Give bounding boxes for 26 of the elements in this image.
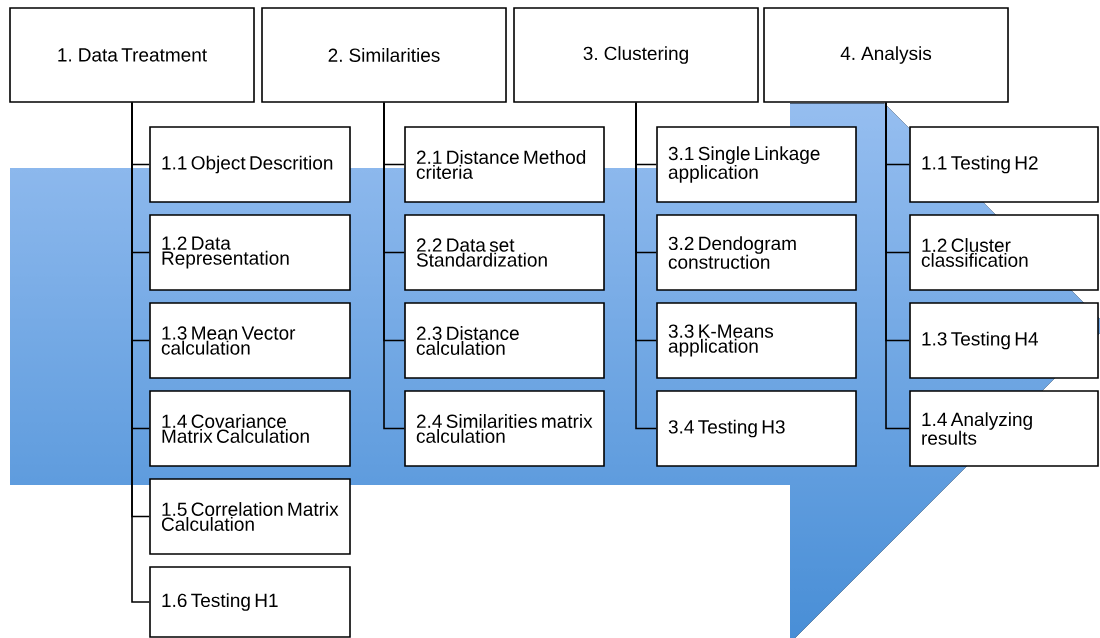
task-box: 1.1 Testing H2 <box>909 126 1099 203</box>
task-box: 1.4 Covariance Matrix Calculation <box>149 390 351 467</box>
task-box: 2.1 Distance Method criteria <box>404 126 605 203</box>
task-box: 3.2 Dendogram construction <box>656 214 857 291</box>
task-box: 1.4 Analyzing results <box>909 390 1099 467</box>
task-box: 1.5 Correlation Matrix Calculation <box>149 478 351 555</box>
task-box: 2.2 Data set Standardization <box>404 214 605 291</box>
task-box: 2.3 Distance calculation <box>404 302 605 379</box>
phase-box: 2. Similarities <box>261 7 507 103</box>
phase-box: 1. Data Treatment <box>9 7 255 103</box>
task-box: 1.2 Cluster classification <box>909 214 1099 291</box>
task-box: 1.3 Mean Vector calculation <box>149 302 351 379</box>
connector-line <box>885 102 910 430</box>
connector-line <box>635 102 657 430</box>
connector-line <box>383 102 405 430</box>
task-box: 1.3 Testing H4 <box>909 302 1099 379</box>
task-box: 1.6 Testing H1 <box>149 566 351 638</box>
task-box: 2.4 Similarities matrix calculation <box>404 390 605 467</box>
connector-line <box>131 102 150 603</box>
task-box: 3.4 Testing H3 <box>656 390 857 467</box>
task-box: 3.1 Single Linkage application <box>656 126 857 203</box>
phase-box: 3. Clustering <box>513 7 759 103</box>
task-box: 3.3 K-Means application <box>656 302 857 379</box>
task-box: 1.1 Object Descrition <box>149 126 351 203</box>
phase-box: 4. Analysis <box>763 7 1009 103</box>
task-box: 1.2 Data Representation <box>149 214 351 291</box>
